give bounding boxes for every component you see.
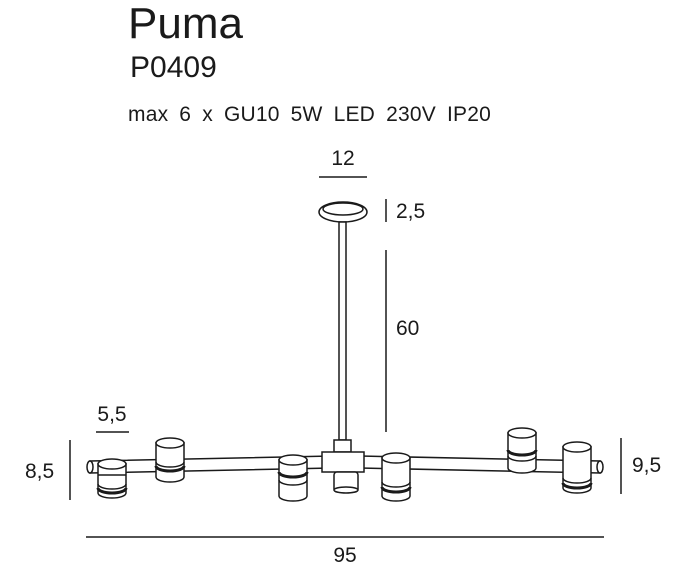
dim-label-spot-width: 5,5: [97, 403, 126, 426]
dim-label-canopy-width: 12: [331, 147, 354, 170]
suspension-rod: [338, 221, 347, 441]
spotlight: [380, 452, 412, 502]
product-code: P0409: [130, 51, 217, 84]
central-hub: [321, 439, 365, 494]
spotlight: [506, 427, 538, 474]
spotlight: [277, 454, 309, 502]
spotlight: [154, 437, 186, 483]
canopy: [318, 201, 368, 223]
spotlight: [96, 458, 128, 499]
product-spec: max 6 x GU10 5W LED 230V IP20: [128, 103, 491, 126]
dim-label-canopy-height: 2,5: [396, 200, 425, 223]
dim-label-spot-height: 8,5: [25, 460, 54, 483]
dim-label-total-width: 95: [333, 544, 356, 567]
spotlight: [561, 441, 593, 494]
dim-label-total-height: 9,5: [632, 454, 661, 477]
product-title: Puma: [128, 0, 243, 48]
dim-label-rod-length: 60: [396, 317, 419, 340]
